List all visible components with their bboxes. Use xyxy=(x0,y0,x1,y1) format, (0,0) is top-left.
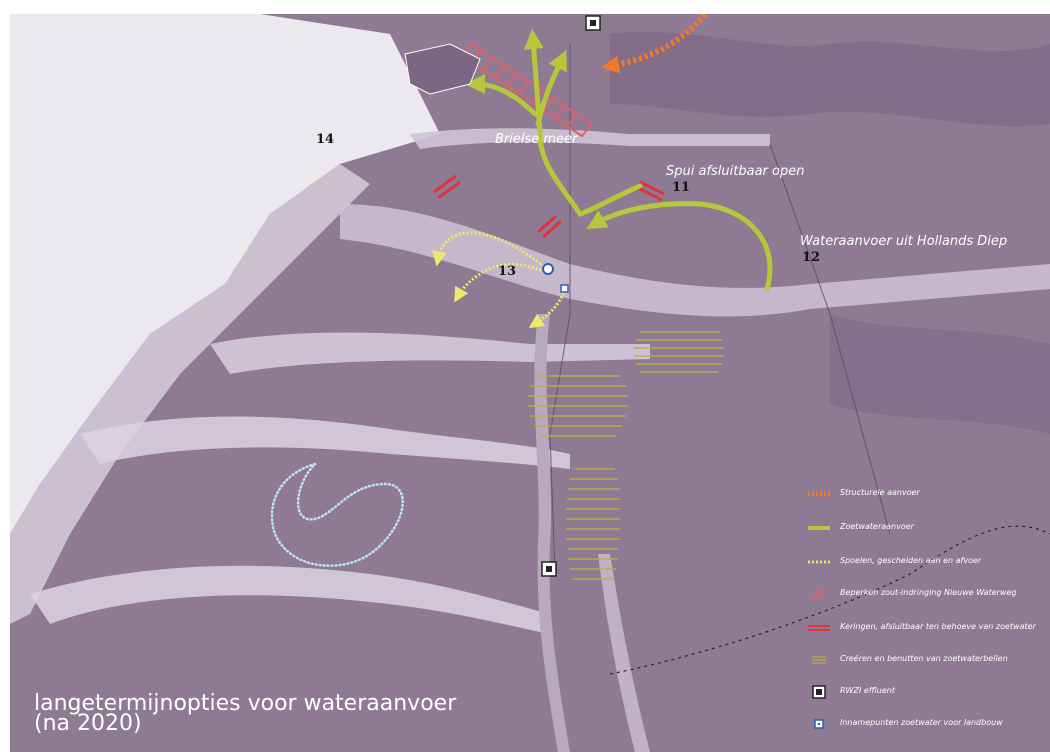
legend-item-barriers: Keringen, afsluitbaar ten behoeve van zo… xyxy=(806,618,1050,638)
legend-label: Zoetwateraanvoer xyxy=(840,522,914,531)
legend-label: RWZI effluent xyxy=(840,686,895,695)
north-sea xyxy=(10,14,440,534)
legend-item-intake: Innamepunten zoetwater voor landbouw xyxy=(806,714,1050,734)
intake-point-square xyxy=(560,284,569,293)
map-title-line2: (na 2020) xyxy=(34,711,142,736)
map-graphics xyxy=(10,14,1050,752)
legend-label: Structurele aanvoer xyxy=(840,488,920,497)
legend-label: Spoelen, gescheiden aan en afvoer xyxy=(840,556,982,565)
number-14: 14 xyxy=(316,132,335,147)
coastal-shallows xyxy=(10,164,370,624)
westerschelde xyxy=(30,565,550,634)
number-13: 13 xyxy=(498,264,517,279)
legend-label: Beperken zout-indringing Nieuwe Waterweg xyxy=(840,588,1017,597)
map-canvas[interactable]: Brielse meer Spui afsluitbaar open Water… xyxy=(10,14,1050,752)
legend-label: Innamepunten zoetwater voor landbouw xyxy=(840,718,1003,727)
haringvliet xyxy=(340,204,1050,317)
legend-symbol-red-double xyxy=(808,625,830,631)
river-channel xyxy=(534,314,570,752)
salt-intrusion-band xyxy=(460,42,594,138)
legend-label: Keringen, afsluitbaar ten behoeve van zo… xyxy=(840,622,1036,631)
legend-symbol-red-hatch xyxy=(811,587,827,601)
dotted-loop xyxy=(270,461,404,567)
legend-item-rwzi: RWZI effluent xyxy=(806,682,1050,702)
legend-item-salt-intrusion: Beperken zout-indringing Nieuwe Waterweg xyxy=(806,584,1050,604)
label-brielse-meer: Brielse meer xyxy=(495,132,578,147)
legend-symbol-green-line xyxy=(808,526,830,530)
legend-symbol-rwzi-square xyxy=(812,685,826,699)
nieuwe-waterweg xyxy=(410,128,770,149)
legend-symbol-yellow-dotted xyxy=(808,560,830,564)
rwzi-markers xyxy=(541,15,601,577)
zoommeer xyxy=(598,554,650,752)
legend-symbol-intake-square xyxy=(814,719,824,729)
legend-label: Creëren en benutten van zoetwaterbellen xyxy=(840,654,1008,663)
legend-item-freshwater-supply: Zoetwateraanvoer xyxy=(806,518,1050,538)
number-12: 12 xyxy=(802,250,821,265)
structural-supply-arrow xyxy=(601,14,708,74)
map-title-line1: langetermijnopties voor wateraanvoer xyxy=(34,691,457,716)
legend-item-structural-supply: Structurele aanvoer xyxy=(806,484,1050,504)
grevelingen xyxy=(210,332,650,374)
number-11: 11 xyxy=(672,180,691,195)
legend-symbol-olive-stripes xyxy=(812,656,826,664)
map-title: langetermijnopties voor wateraanvoer (na… xyxy=(34,691,457,736)
legend-item-freshwater-bubbles: Creëren en benutten van zoetwaterbellen xyxy=(806,650,1050,670)
label-spui: Spui afsluitbaar open xyxy=(666,164,805,179)
legend-symbol-orange-dashed xyxy=(808,491,830,497)
barriers xyxy=(433,174,665,239)
legend-item-flushing: Spoelen, gescheiden aan en afvoer xyxy=(806,552,1050,572)
intake-point xyxy=(542,263,554,275)
label-hollands-diep: Wateraanvoer uit Hollands Diep xyxy=(800,234,1008,249)
oosterschelde xyxy=(80,416,570,469)
